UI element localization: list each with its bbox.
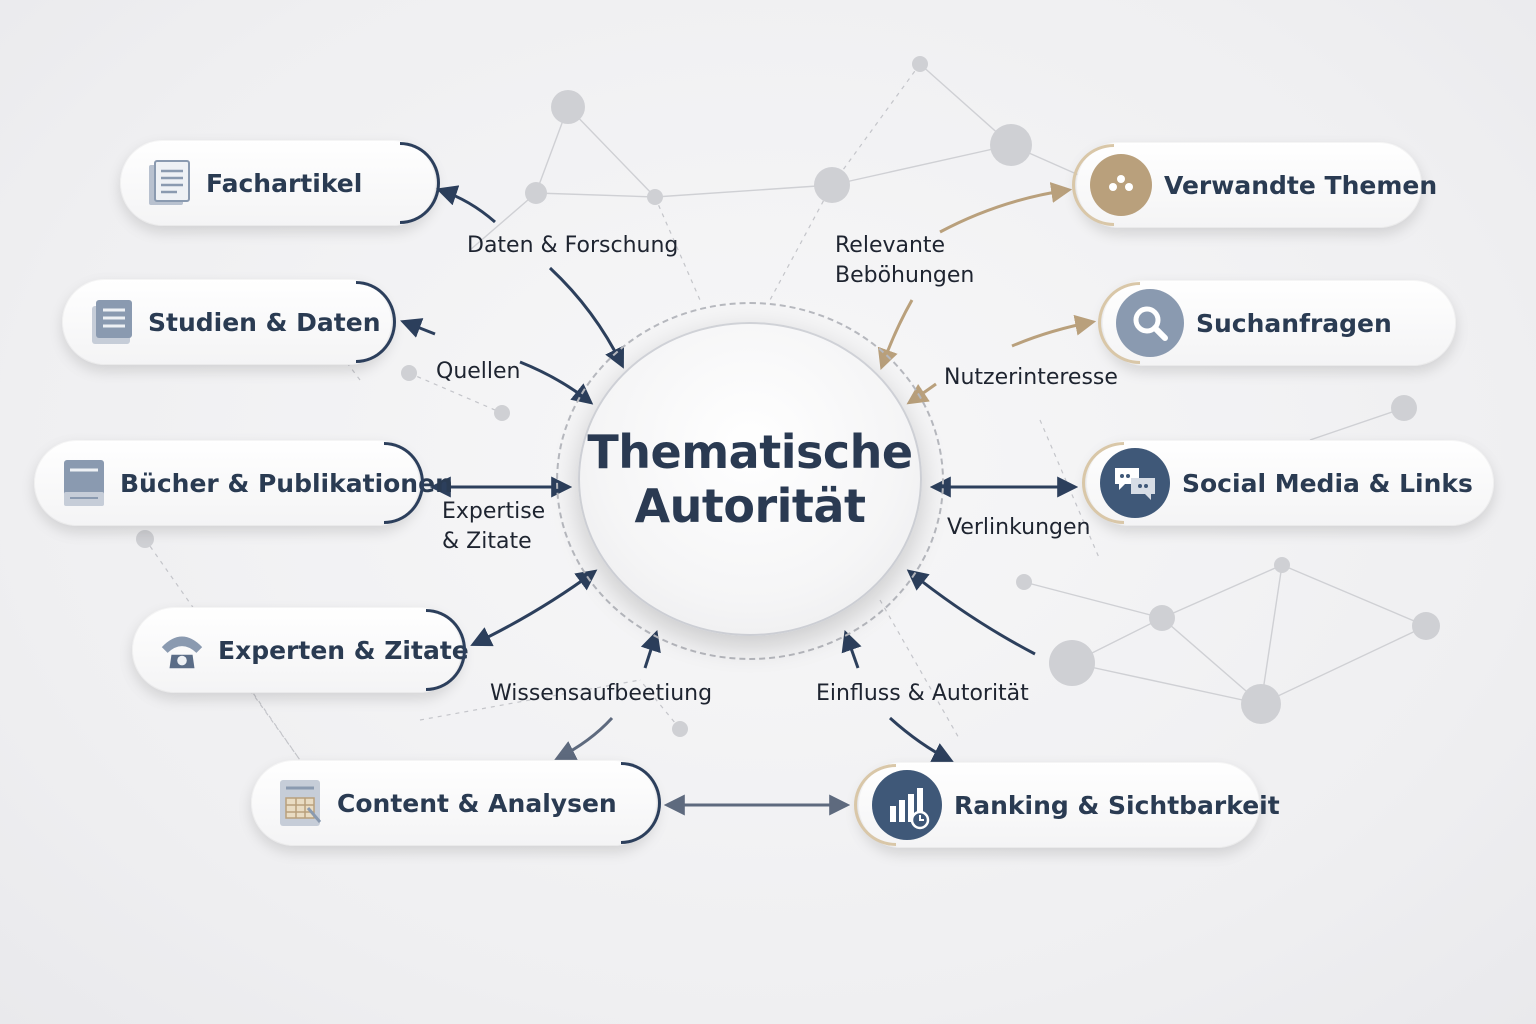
arrow-einfluss-to-ranking <box>888 716 954 762</box>
edge-label-wissen: Wissensaufbeetiung <box>490 681 713 706</box>
node-label-buecher: Bücher & Publikationen <box>120 468 453 498</box>
dots-icon <box>1090 154 1152 216</box>
node-ranking-sichtbarkeit[interactable]: Ranking & Sichtbarkeit <box>858 762 1280 848</box>
node-experten-zitate[interactable]: Experten & Zitate <box>132 607 469 693</box>
telephone-icon <box>158 626 206 674</box>
node-label-studien: Studien & Daten <box>148 307 381 337</box>
arrow-wissen-to-hub <box>640 630 661 669</box>
edge-label-relevante-1: Relevante <box>835 233 946 258</box>
document-icon <box>146 159 194 207</box>
arrow-experten <box>470 569 598 647</box>
node-label-ranking: Ranking & Sichtbarkeit <box>954 790 1280 820</box>
arrow-studien <box>400 318 436 338</box>
edge-label-einfluss: Einfluss & Autorität <box>816 681 1029 706</box>
node-verwandte-themen[interactable]: Verwandte Themen <box>1076 142 1437 228</box>
arrow-verwandte <box>939 182 1073 234</box>
node-buecher-publikationen[interactable]: Bücher & Publikationen <box>34 440 453 526</box>
arrow-social-to-hub <box>906 569 1036 656</box>
node-studien-daten[interactable]: Studien & Daten <box>62 279 392 365</box>
edge-label-expertise-1: Expertise <box>442 499 546 524</box>
arrow-content-from-wissen <box>554 716 614 760</box>
hub-title-line1: Thematische <box>587 425 913 479</box>
arrow-einfluss-to-hub <box>841 630 862 669</box>
hub-title-line2: Autorität <box>634 479 866 533</box>
edge-label-nutzer: Nutzerinteresse <box>944 365 1118 390</box>
edge-label-relevante-2: Beböhungen <box>835 263 975 288</box>
node-label-content: Content & Analysen <box>337 788 617 818</box>
chat-bubbles-icon <box>1100 448 1170 518</box>
stacked-documents-icon <box>88 298 136 346</box>
edge-label-quellen: Quellen <box>436 359 521 384</box>
node-label-experten: Experten & Zitate <box>218 635 469 665</box>
node-label-verwandte: Verwandte Themen <box>1164 170 1438 200</box>
magnifier-icon <box>1116 289 1184 357</box>
node-label-fachartikel: Fachartikel <box>206 168 363 198</box>
node-label-social: Social Media & Links <box>1182 468 1473 498</box>
node-social-media-links[interactable]: Social Media & Links <box>1086 440 1494 526</box>
arrow-fachartikel <box>436 185 496 224</box>
hub-dashed-ring <box>556 302 944 660</box>
spreadsheet-icon <box>277 779 325 827</box>
central-hub[interactable]: Thematische Autorität <box>578 322 922 636</box>
node-label-suchanfragen: Suchanfragen <box>1196 308 1392 338</box>
edge-label-daten-forschung: Daten & Forschung <box>467 233 679 258</box>
node-fachartikel[interactable]: Fachartikel <box>120 140 436 226</box>
arrow-daten-to-hub <box>548 266 625 369</box>
bar-chart-clock-icon <box>872 770 942 840</box>
node-content-analysen[interactable]: Content & Analysen <box>251 760 657 846</box>
edge-label-verlinkungen: Verlinkungen <box>947 515 1091 540</box>
book-icon <box>60 459 108 507</box>
edge-label-expertise-2: & Zitate <box>442 529 532 554</box>
node-suchanfragen[interactable]: Suchanfragen <box>1102 280 1456 366</box>
arrow-suchanfragen <box>1011 314 1097 348</box>
